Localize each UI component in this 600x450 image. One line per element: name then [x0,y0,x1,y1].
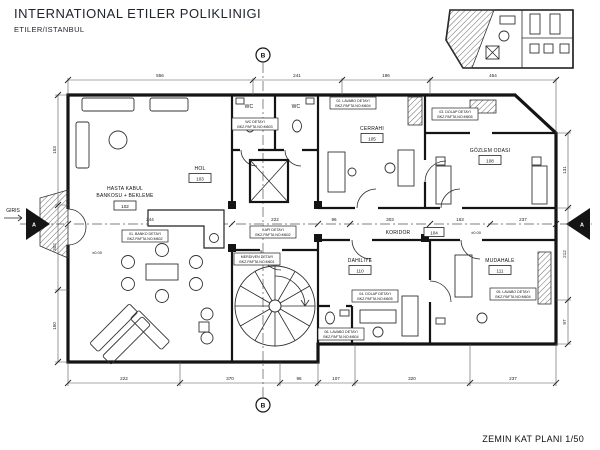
section-a-right-label: A [580,223,584,229]
room-label-mudahale: MUDAHALE [485,258,515,264]
section-axes [20,63,592,397]
callout-merdiven-l2: BKZ.PAFTA NO:M601 [239,260,274,264]
inset-hatch-band [445,9,495,69]
dim-right-1: 212 [562,250,567,258]
callout-kapi-l2: BKZ.PAFTA NO:M602 [255,233,290,237]
dim-right-0: 131 [562,166,567,174]
dim-bot-1: 370 [226,376,234,381]
room-label-hasta-kabul: HASTA KABUL [107,186,143,192]
callout-wc-l1: WC DETAYI [245,120,264,124]
callout-lavabo06-l2: BKZ.PAFTA NO:M604 [323,335,358,339]
dim-mid-5: 237 [519,217,527,222]
room-label-dahiliye: DAHILIYE [348,258,373,264]
dim-bot-0: 222 [120,376,128,381]
callout-lavabo02-l2: BKZ.PAFTA NO:M604 [335,104,370,108]
room-label-hol: HOL [195,166,206,172]
room-number-hol: 103 [196,176,204,181]
dim-left-1: 302 [52,243,57,251]
sheet-header: INTERNATIONAL ETILER POLIKLINIGI ETILER/… [14,6,261,34]
waiting-area-furniture [75,97,225,365]
entrance: A GIRIS [4,189,69,259]
entry-label: GIRIS [6,208,20,214]
callout-dolap04-l1: 04. DOLAP DETAYI [359,292,391,296]
callout-lavabo05-l1: 05. LAVABO DETAYI [496,290,529,294]
drawing-title: INTERNATIONAL ETILER POLIKLINIGI [14,6,262,21]
dim-mid-1: 222 [271,217,279,222]
callout-kapi-l1: KAPI DETAYI [262,228,284,232]
reception-desk [147,209,225,249]
room-label-wc-2: WC [292,104,301,110]
room-number-mudahale: 111 [497,268,504,273]
section-marker-a-right: A [566,208,590,240]
walls [64,93,558,364]
room-labels: HASTA KABUL BANKOSU + BEKLEME 102 HOL 10… [92,104,515,275]
dim-top-1: 241 [293,73,301,78]
callout-dolap03-l1: 03. DOLAP DETAYI [439,110,471,114]
plan-caption: ZEMIN KAT PLANI 1/50 [482,434,584,444]
room-label-wc-1: WC [245,104,254,110]
dim-bot-4: 320 [408,376,416,381]
dim-bot-5: 237 [509,376,517,381]
callout-banko-l1: 01. BANKO DETAYI [129,232,161,236]
section-b-bottom-label: B [261,403,266,410]
spiral-staircase [234,265,316,347]
columns [228,201,429,252]
callout-lavabo02-l1: 02. LAVABO DETAYI [336,99,369,103]
callout-lavabo05-l2: BKZ.PAFTA NO:M604 [495,295,530,299]
drawing-subtitle: ETILER/ISTANBUL [14,25,85,34]
dim-bot-2: 96 [296,376,302,381]
dim-left-2: 150 [52,322,57,330]
entry-arrow-icon [4,214,23,222]
callout-lavabo06-l1: 06. LAVABO DETAYI [324,330,357,334]
dim-left-0: 153 [52,146,57,154]
callout-wc-l2: BKZ.PAFTA NO:M603 [237,125,272,129]
section-marker-a-left [26,208,50,240]
dim-top-2: 196 [382,73,390,78]
room-label-hasta-kabul-2: BANKOSU + BEKLEME [96,193,154,199]
inset-plan [445,9,574,69]
room-number-cerrahi: 105 [368,136,376,141]
dim-right-2: 97 [562,319,567,325]
room-number-dahiliye: 110 [356,268,364,273]
room-number-gozlem: 108 [486,158,494,163]
dim-bot-3: 107 [332,376,340,381]
detail-callouts: WC DETAYI BKZ.PAFTA NO:M603 02. LAVABO D… [121,96,537,341]
dim-mid-4: 163 [456,217,464,222]
room-number-hasta-kabul: 102 [121,204,129,209]
dim-mid-0: 244 [146,217,154,222]
elevator-shaft [248,158,290,204]
room-label-gozlem: GÖZLEM ODASI [470,147,510,154]
level-mark-corridor: ±0.00 [471,230,482,235]
dim-mid-2: 96 [331,217,337,222]
callout-dolap03-l2: BKZ.PAFTA NO:M605 [437,115,472,119]
room-label-koridor: KORIDOR [386,230,411,236]
section-marker-b-top: B [255,47,271,63]
callout-banko-l2: BKZ.PAFTA NO:M602 [127,237,162,241]
dim-top-3: 454 [489,73,497,78]
section-marker-b-bottom: B [255,397,271,413]
room-label-cerrahi: CERRAHI [360,126,384,132]
room-number-koridor: 104 [430,230,438,235]
dim-mid-3: 303 [386,217,394,222]
dimension-chains: 556 241 196 454 244 222 96 303 163 237 2… [52,73,572,387]
section-a-left-label: A [32,223,36,229]
callout-merdiven-l1: MERDIVEN DETAYI [241,255,273,259]
section-b-top-label: B [261,53,266,60]
callout-dolap04-l2: BKZ.PAFTA NO:M605 [357,297,392,301]
dim-top-0: 556 [156,73,164,78]
level-mark-entry: ±0.00 [92,250,103,255]
